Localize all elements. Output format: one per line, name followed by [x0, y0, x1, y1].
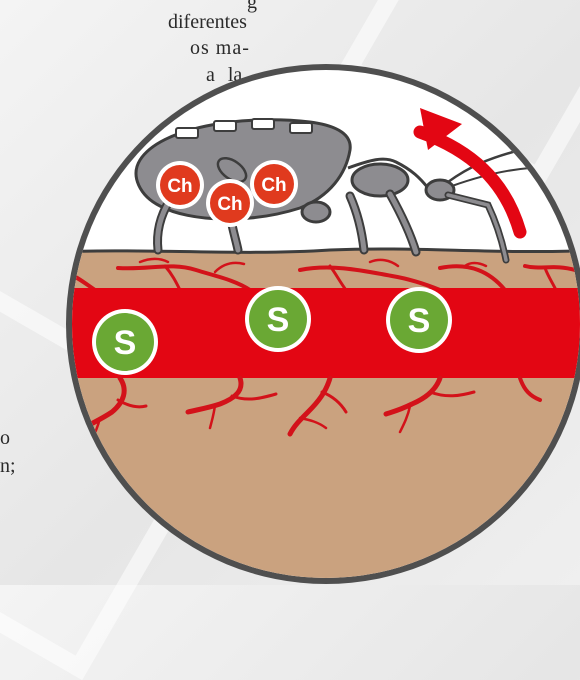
- chagas-badge: Ch: [250, 160, 298, 208]
- arrow-head: [420, 108, 462, 150]
- svg-text:S: S: [114, 324, 137, 362]
- capillaries-upper: [72, 257, 577, 292]
- paragraph-fragment: n;: [0, 455, 16, 477]
- svg-text:Ch: Ch: [261, 175, 286, 196]
- paragraph-fragment: os ma-: [190, 37, 250, 59]
- svg-text:S: S: [408, 302, 431, 340]
- paragraph-fragment: diferentes: [168, 11, 247, 33]
- svg-text:Ch: Ch: [217, 194, 242, 215]
- chagas-badge: Ch: [156, 161, 204, 209]
- paragraph-fragment: g: [247, 0, 257, 13]
- sano-badge: S: [386, 287, 452, 353]
- sano-badge: S: [92, 309, 158, 375]
- svg-text:S: S: [267, 301, 290, 339]
- infection-illustration: Ch Ch Ch S S S: [66, 64, 580, 584]
- chagas-badge: Ch: [206, 179, 254, 227]
- paragraph-fragment: a la: [206, 64, 243, 86]
- capillaries-lower: [81, 375, 542, 440]
- paragraph-fragment: o: [0, 427, 10, 449]
- sano-badge: S: [245, 286, 311, 352]
- skin-surface: [72, 247, 580, 254]
- svg-text:Ch: Ch: [167, 176, 192, 197]
